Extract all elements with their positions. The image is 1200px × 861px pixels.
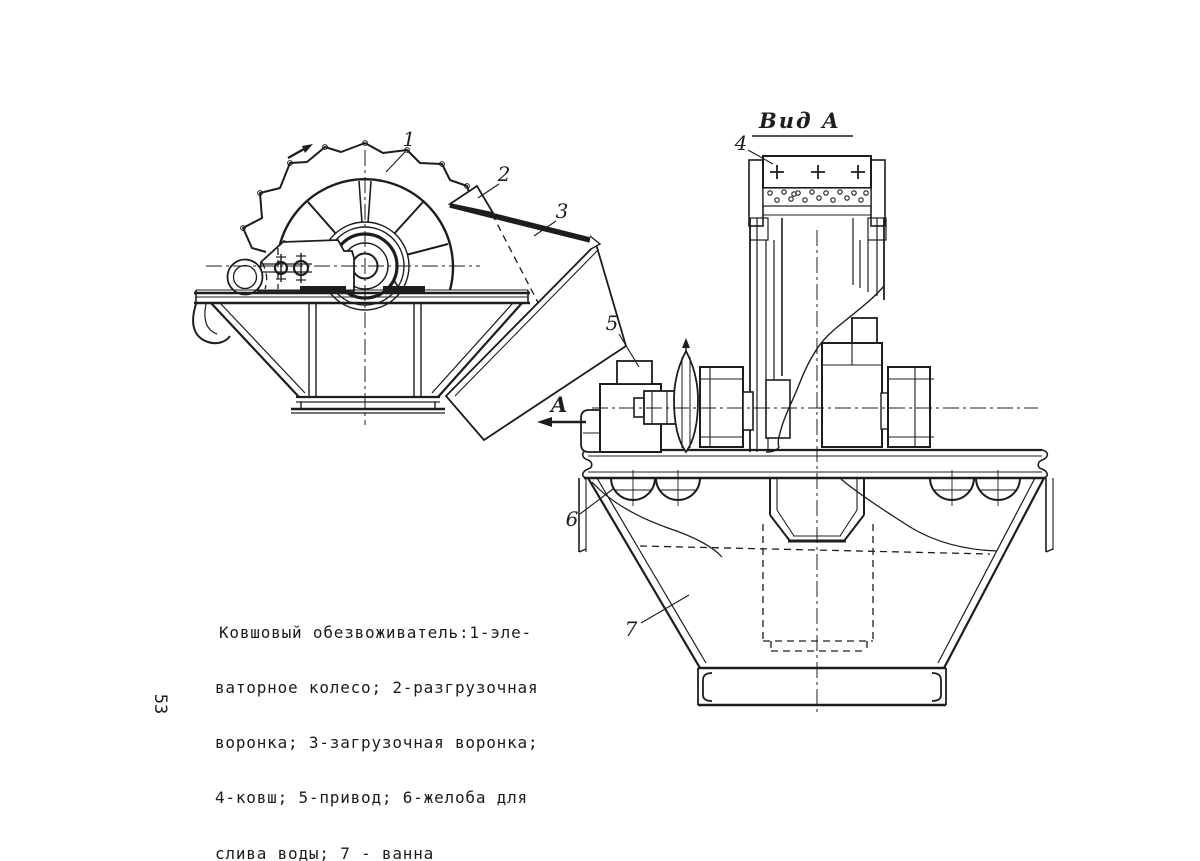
platform-beam <box>194 286 530 305</box>
right-bearing-block <box>880 366 934 448</box>
figure-caption: Ковшовый обезвоживатель:1-эле- ваторное … <box>215 587 538 861</box>
hidden-wheel-outline <box>639 524 991 652</box>
callout-3-number: 3 <box>556 199 569 223</box>
tank-side <box>210 302 523 414</box>
gravel-dots <box>767 189 869 203</box>
callout-4: 4 <box>734 131 774 165</box>
callout-5: 5 <box>606 311 640 368</box>
support-beam <box>578 448 1054 553</box>
left-arrowhead-icon <box>537 417 552 427</box>
callout-1: 1 <box>385 127 416 173</box>
caption-line: ваторное колесо; 2-разгрузочная <box>215 678 539 698</box>
drive-motor <box>226 258 264 296</box>
left-bearing-block <box>699 366 754 448</box>
callout-7-number: 7 <box>625 617 638 641</box>
funnel-lip <box>447 184 602 250</box>
callout-2: 2 <box>477 162 511 199</box>
drain-troughs <box>610 470 1021 506</box>
caption-line: воронка; 3-загрузочная воронка; <box>215 733 539 753</box>
callout-7: 7 <box>625 594 690 641</box>
callout-2-number: 2 <box>497 162 511 186</box>
callout-4-number: 4 <box>734 131 748 155</box>
view-a-title: Вид А <box>752 108 853 137</box>
break-lines <box>591 285 998 558</box>
view-direction-arrow: A <box>537 392 586 427</box>
caption-line: Ковшовый обезвоживатель:1-эле- <box>219 622 532 642</box>
page-number: 53 <box>150 693 170 715</box>
side-view-drawing: 1 2 3 <box>192 127 628 442</box>
plus-marks <box>770 165 865 179</box>
lifting-hook <box>192 303 231 345</box>
tank-front <box>587 477 1045 707</box>
center-bearing-housing <box>821 317 883 448</box>
callout-1-number: 1 <box>403 127 416 151</box>
wheel-rim-section <box>749 217 887 452</box>
view-direction-label: A <box>549 392 569 417</box>
caption-line: 4-ковш; 5-привод; 6-желоба для <box>215 788 528 808</box>
callout-5-number: 5 <box>606 311 619 335</box>
callout-3: 3 <box>533 199 569 237</box>
bucket-ring <box>240 140 472 253</box>
view-a-title-text: Вид А <box>758 108 841 133</box>
callout-6-number: 6 <box>566 507 579 531</box>
drive-shaft-couplings <box>262 253 312 283</box>
callout-6: 6 <box>566 488 614 531</box>
rotation-arrow-icon <box>287 144 313 160</box>
loading-chute <box>444 242 628 442</box>
front-view-drawing: Вид А A 4 5 6 7 <box>537 108 1054 712</box>
caption-line: слива воды; 7 - ванна <box>215 843 435 861</box>
bucket-section <box>748 155 886 227</box>
